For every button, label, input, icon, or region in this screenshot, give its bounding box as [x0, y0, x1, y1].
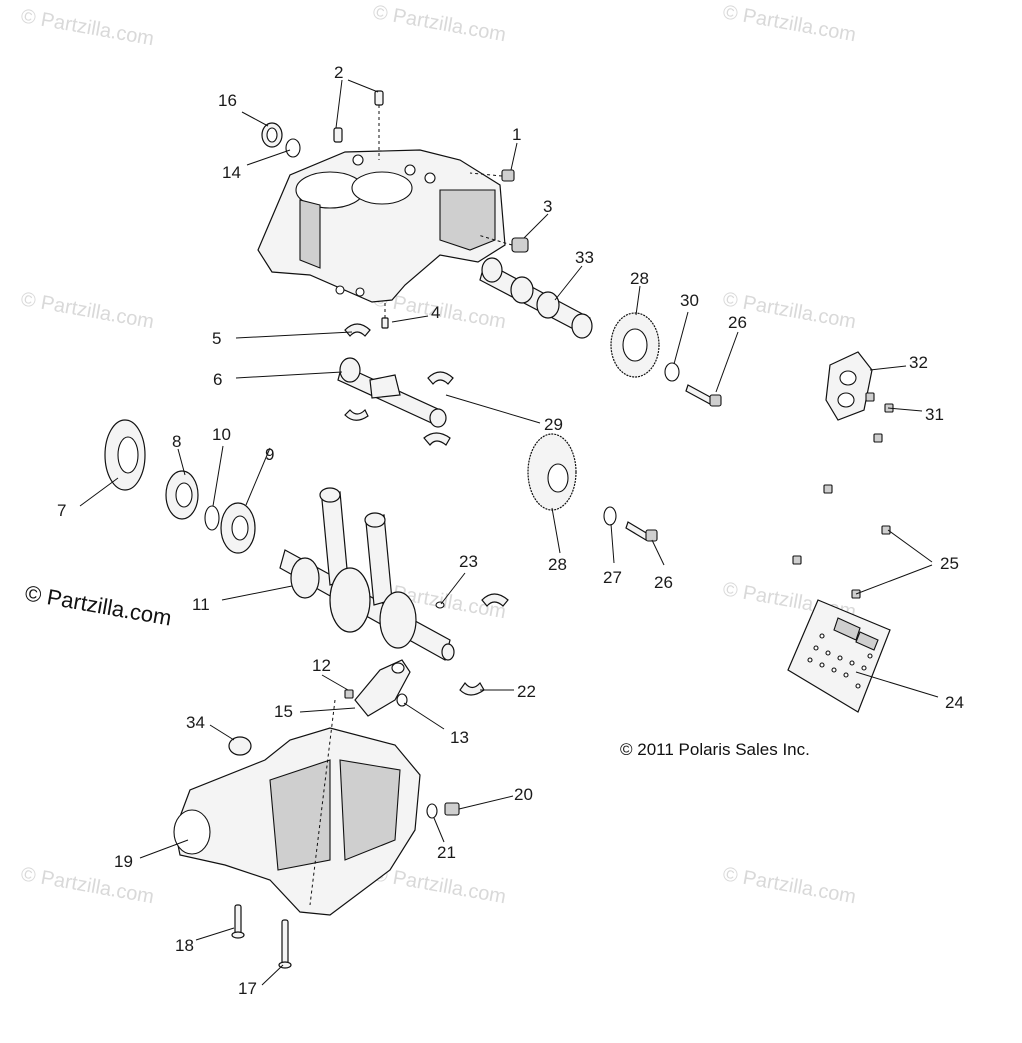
callout-1: 1: [512, 125, 521, 144]
callout-33: 33: [575, 248, 594, 267]
callout-26b: 26: [654, 573, 673, 592]
callout-17: 17: [238, 979, 257, 998]
callout-10: 10: [212, 425, 231, 444]
callout-3: 3: [543, 197, 552, 216]
watermark: © Partzilla.com: [371, 1, 508, 46]
callout-27: 27: [603, 568, 622, 587]
callout-23: 23: [459, 552, 478, 571]
callout-5: 5: [212, 329, 221, 348]
callout-28a: 28: [630, 269, 649, 288]
watermark: © Partzilla.com: [19, 288, 156, 333]
pin-4: [381, 300, 389, 329]
callout-20: 20: [514, 785, 533, 804]
bolt-26-lower: [625, 521, 658, 542]
camshaft-33: [479, 257, 593, 339]
oil-pickup-15: [354, 659, 411, 717]
watermark: © Partzilla.com: [721, 863, 858, 908]
watermark-main: © Partzilla.com: [23, 580, 173, 630]
callout-8: 8: [172, 432, 181, 451]
callout-numbers: 2 1 3 16 14 33 4 5 6 29 28 30 26 32 31 8…: [57, 63, 964, 998]
callout-16: 16: [218, 91, 237, 110]
callout-26a: 26: [728, 313, 747, 332]
cover-32: [825, 351, 873, 421]
callout-7: 7: [57, 501, 66, 520]
leader-lines: [79, 79, 939, 986]
watermark: © Partzilla.com: [371, 863, 508, 908]
callout-32: 32: [909, 353, 928, 372]
washer-30: [664, 362, 680, 382]
crankshaft-11: [279, 487, 455, 661]
bearing-8: [165, 470, 199, 520]
callout-14: 14: [222, 163, 241, 182]
plug-1: [469, 169, 515, 182]
gear-28-lower: [527, 433, 577, 511]
bearing-shells: [344, 371, 454, 446]
baffle-24: [787, 599, 891, 713]
washer-21: [426, 803, 438, 819]
bearing-shells-22: [459, 593, 509, 696]
plug-20: [444, 802, 460, 816]
bearing-shell-5: [344, 323, 371, 337]
bolt-26-upper: [685, 384, 722, 407]
callout-11: 11: [192, 595, 210, 614]
watermark: © Partzilla.com: [19, 5, 156, 50]
watermark: © Partzilla.com: [721, 1, 858, 46]
copyright-notice: © 2011 Polaris Sales Inc.: [620, 740, 810, 759]
callout-4: 4: [431, 303, 440, 322]
fitting-3: [477, 234, 529, 253]
plug-16: [261, 122, 283, 148]
lower-crankcase-19: [173, 699, 421, 916]
callout-28b: 28: [548, 555, 567, 574]
callout-18: 18: [175, 936, 194, 955]
screws-31: [865, 392, 894, 443]
o-ring-14: [285, 138, 301, 158]
callout-6: 6: [213, 370, 222, 389]
balance-shaft-6: [337, 357, 447, 428]
callout-15: 15: [274, 702, 293, 721]
screws-25: [792, 484, 891, 599]
callout-29: 29: [544, 415, 563, 434]
watermark: © Partzilla.com: [19, 863, 156, 908]
gear-28-upper: [610, 312, 660, 378]
ring-10: [204, 505, 220, 531]
callout-24: 24: [945, 693, 964, 712]
callout-13: 13: [450, 728, 469, 747]
callout-19: 19: [114, 852, 133, 871]
washer-27: [603, 506, 617, 526]
screw-12: [344, 689, 354, 699]
bolt-17: [278, 919, 292, 969]
callout-12: 12: [312, 656, 331, 675]
seal-7: [104, 419, 146, 491]
dowel-pins: [333, 90, 384, 160]
callout-22: 22: [517, 682, 536, 701]
callout-34: 34: [186, 713, 205, 732]
bearing-9: [220, 502, 256, 554]
callout-31: 31: [925, 405, 944, 424]
callout-30: 30: [680, 291, 699, 310]
bolt-18: [231, 904, 245, 939]
callout-9: 9: [265, 445, 274, 464]
callout-25: 25: [940, 554, 959, 573]
key-23: [435, 601, 445, 609]
plug-34: [228, 736, 252, 756]
callout-2: 2: [334, 63, 343, 82]
callout-21: 21: [437, 843, 456, 862]
upper-crankcase: [257, 149, 506, 303]
